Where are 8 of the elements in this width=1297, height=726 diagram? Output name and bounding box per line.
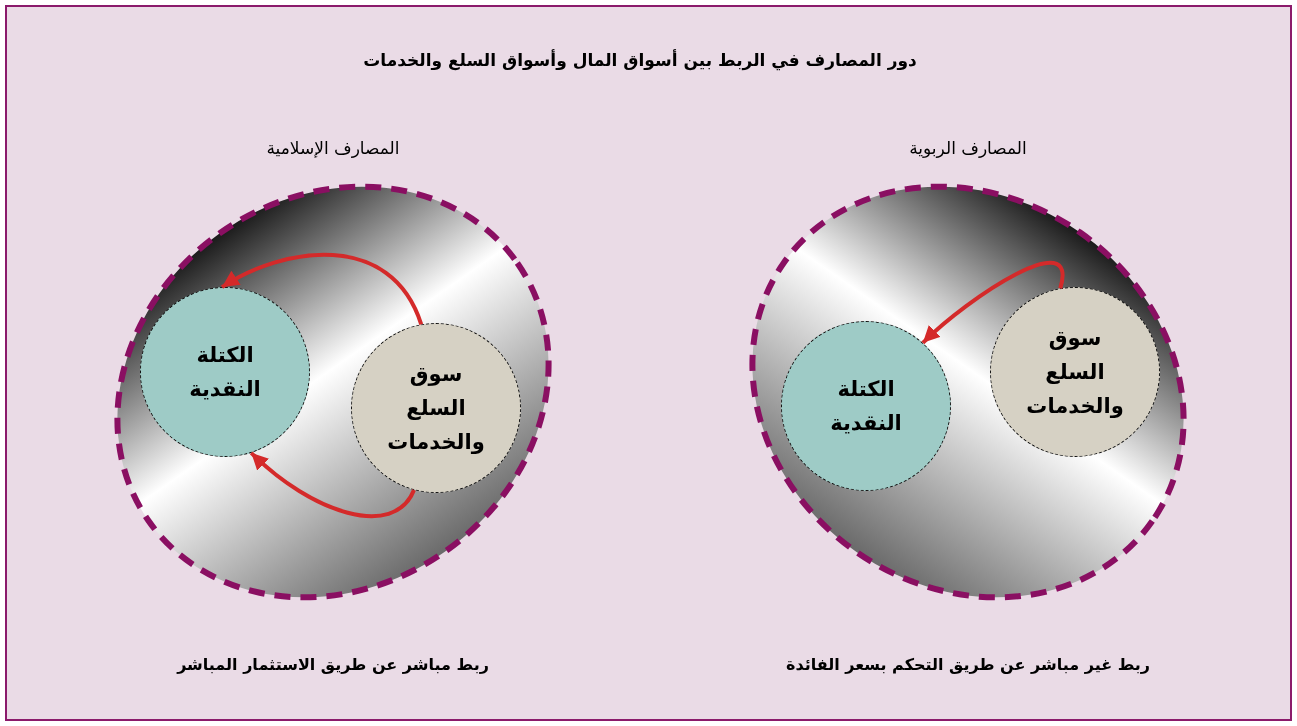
group-heading: المصارف الربوية [908, 138, 1028, 158]
node-label: ربط غير مباشر عن طريق التحكم بسعر الفائدة [784, 655, 1152, 674]
curved-arrow [921, 261, 1065, 345]
title: دور المصارف في الربط بين أسواق المال وأسواق السلع والخدمات [362, 50, 918, 70]
group-heading: المصارف الإسلامية [265, 138, 401, 158]
curved-arrow [249, 451, 416, 518]
node-label: ربط مباشر عن طريق الاستثمار المباشر [175, 655, 490, 674]
curved-arrow [221, 253, 424, 326]
